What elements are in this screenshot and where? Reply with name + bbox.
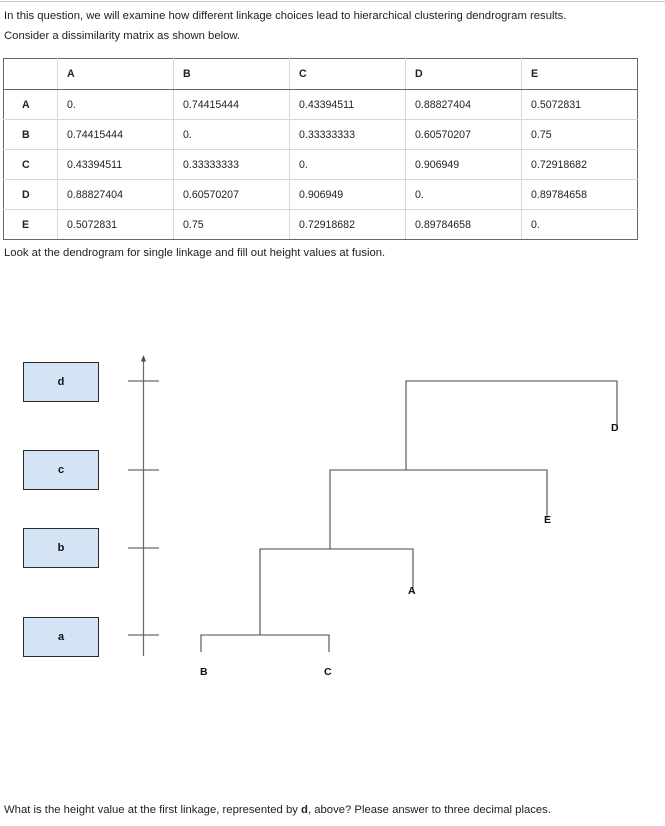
table-row: C 0.43394511 0.33333333 0. 0.906949 0.72… bbox=[3, 149, 638, 180]
matrix-row-header-A: A bbox=[3, 89, 58, 120]
dendrogram-merge-a bbox=[200, 634, 330, 652]
dendrogram-chart: B C A E D bbox=[128, 355, 619, 678]
answer-input-a-label: a bbox=[57, 631, 65, 643]
matrix-row-header-D: D bbox=[3, 179, 58, 210]
matrix-row-header-E: E bbox=[3, 209, 58, 240]
answer-input-b-label: b bbox=[57, 542, 65, 554]
matrix-cell-C-E: 0.72918682 bbox=[521, 149, 638, 180]
matrix-cell-E-B: 0.75 bbox=[173, 209, 290, 240]
matrix-col-header-D: D bbox=[405, 58, 522, 90]
intro-text: In this question, we will examine how di… bbox=[4, 6, 649, 46]
matrix-cell-B-D: 0.60570207 bbox=[405, 119, 522, 150]
matrix-cell-A-C: 0.43394511 bbox=[289, 89, 406, 120]
matrix-corner-cell bbox=[3, 58, 58, 90]
matrix-cell-E-E: 0. bbox=[521, 209, 638, 240]
matrix-cell-B-C: 0.33333333 bbox=[289, 119, 406, 150]
matrix-cell-C-A: 0.43394511 bbox=[57, 149, 174, 180]
matrix-cell-B-E: 0.75 bbox=[521, 119, 638, 150]
matrix-col-header-C: C bbox=[289, 58, 406, 90]
matrix-cell-D-B: 0.60570207 bbox=[173, 179, 290, 210]
matrix-cell-E-C: 0.72918682 bbox=[289, 209, 406, 240]
matrix-row-header-B: B bbox=[3, 119, 58, 150]
matrix-cell-D-A: 0.88827404 bbox=[57, 179, 174, 210]
matrix-cell-A-A: 0. bbox=[57, 89, 174, 120]
table-row: E 0.5072831 0.75 0.72918682 0.89784658 0… bbox=[3, 209, 638, 240]
page-top-rule bbox=[0, 1, 665, 2]
dissimilarity-matrix: A B C D E A 0. 0.74415444 0.43394511 0.8… bbox=[3, 58, 638, 240]
answer-input-c-label: c bbox=[57, 464, 65, 476]
instruction-text: Look at the dendrogram for single linkag… bbox=[4, 247, 386, 259]
intro-line-2: Consider a dissimilarity matrix as shown… bbox=[4, 30, 241, 42]
final-question-part2: , above? Please answer to three decimal … bbox=[307, 804, 551, 816]
matrix-cell-B-A: 0.74415444 bbox=[57, 119, 174, 150]
dendrogram-merge-b bbox=[259, 548, 414, 635]
matrix-cell-C-D: 0.906949 bbox=[405, 149, 522, 180]
matrix-cell-D-D: 0. bbox=[405, 179, 522, 210]
final-question-variable: d bbox=[301, 804, 308, 816]
matrix-cell-B-B: 0. bbox=[173, 119, 290, 150]
answer-input-b[interactable]: b bbox=[23, 528, 99, 568]
matrix-cell-D-C: 0.906949 bbox=[289, 179, 406, 210]
matrix-cell-A-B: 0.74415444 bbox=[173, 89, 290, 120]
matrix-cell-C-C: 0. bbox=[289, 149, 406, 180]
matrix-cell-A-D: 0.88827404 bbox=[405, 89, 522, 120]
leaf-label-B: B bbox=[200, 666, 208, 678]
final-question: What is the height value at the first li… bbox=[4, 801, 551, 819]
answer-input-c[interactable]: c bbox=[23, 450, 99, 490]
leaf-label-D: D bbox=[611, 422, 619, 434]
answer-input-d-label: d bbox=[57, 376, 65, 388]
table-row: B 0.74415444 0. 0.33333333 0.60570207 0.… bbox=[3, 119, 638, 150]
table-row: A 0. 0.74415444 0.43394511 0.88827404 0.… bbox=[3, 89, 638, 120]
dendrogram-height-axis bbox=[128, 355, 159, 656]
matrix-cell-E-A: 0.5072831 bbox=[57, 209, 174, 240]
matrix-cell-E-D: 0.89784658 bbox=[405, 209, 522, 240]
final-question-part1: What is the height value at the first li… bbox=[4, 804, 302, 816]
leaf-label-E: E bbox=[544, 514, 551, 526]
leaf-label-C: C bbox=[324, 666, 332, 678]
dendrogram-merge-c bbox=[329, 469, 548, 549]
dendrogram-merge-d bbox=[405, 380, 618, 470]
matrix-cell-C-B: 0.33333333 bbox=[173, 149, 290, 180]
matrix-col-header-A: A bbox=[57, 58, 174, 90]
answer-input-d[interactable]: d bbox=[23, 362, 99, 402]
matrix-col-header-B: B bbox=[173, 58, 290, 90]
matrix-col-header-E: E bbox=[521, 58, 638, 90]
table-row: D 0.88827404 0.60570207 0.906949 0. 0.89… bbox=[3, 179, 638, 210]
leaf-label-A: A bbox=[408, 585, 416, 597]
matrix-header-row: A B C D E bbox=[3, 58, 638, 90]
axis-arrow-icon bbox=[141, 355, 146, 362]
answer-input-a[interactable]: a bbox=[23, 617, 99, 657]
matrix-row-header-C: C bbox=[3, 149, 58, 180]
matrix-cell-A-E: 0.5072831 bbox=[521, 89, 638, 120]
matrix-cell-D-E: 0.89784658 bbox=[521, 179, 638, 210]
intro-line-1: In this question, we will examine how di… bbox=[4, 10, 567, 22]
